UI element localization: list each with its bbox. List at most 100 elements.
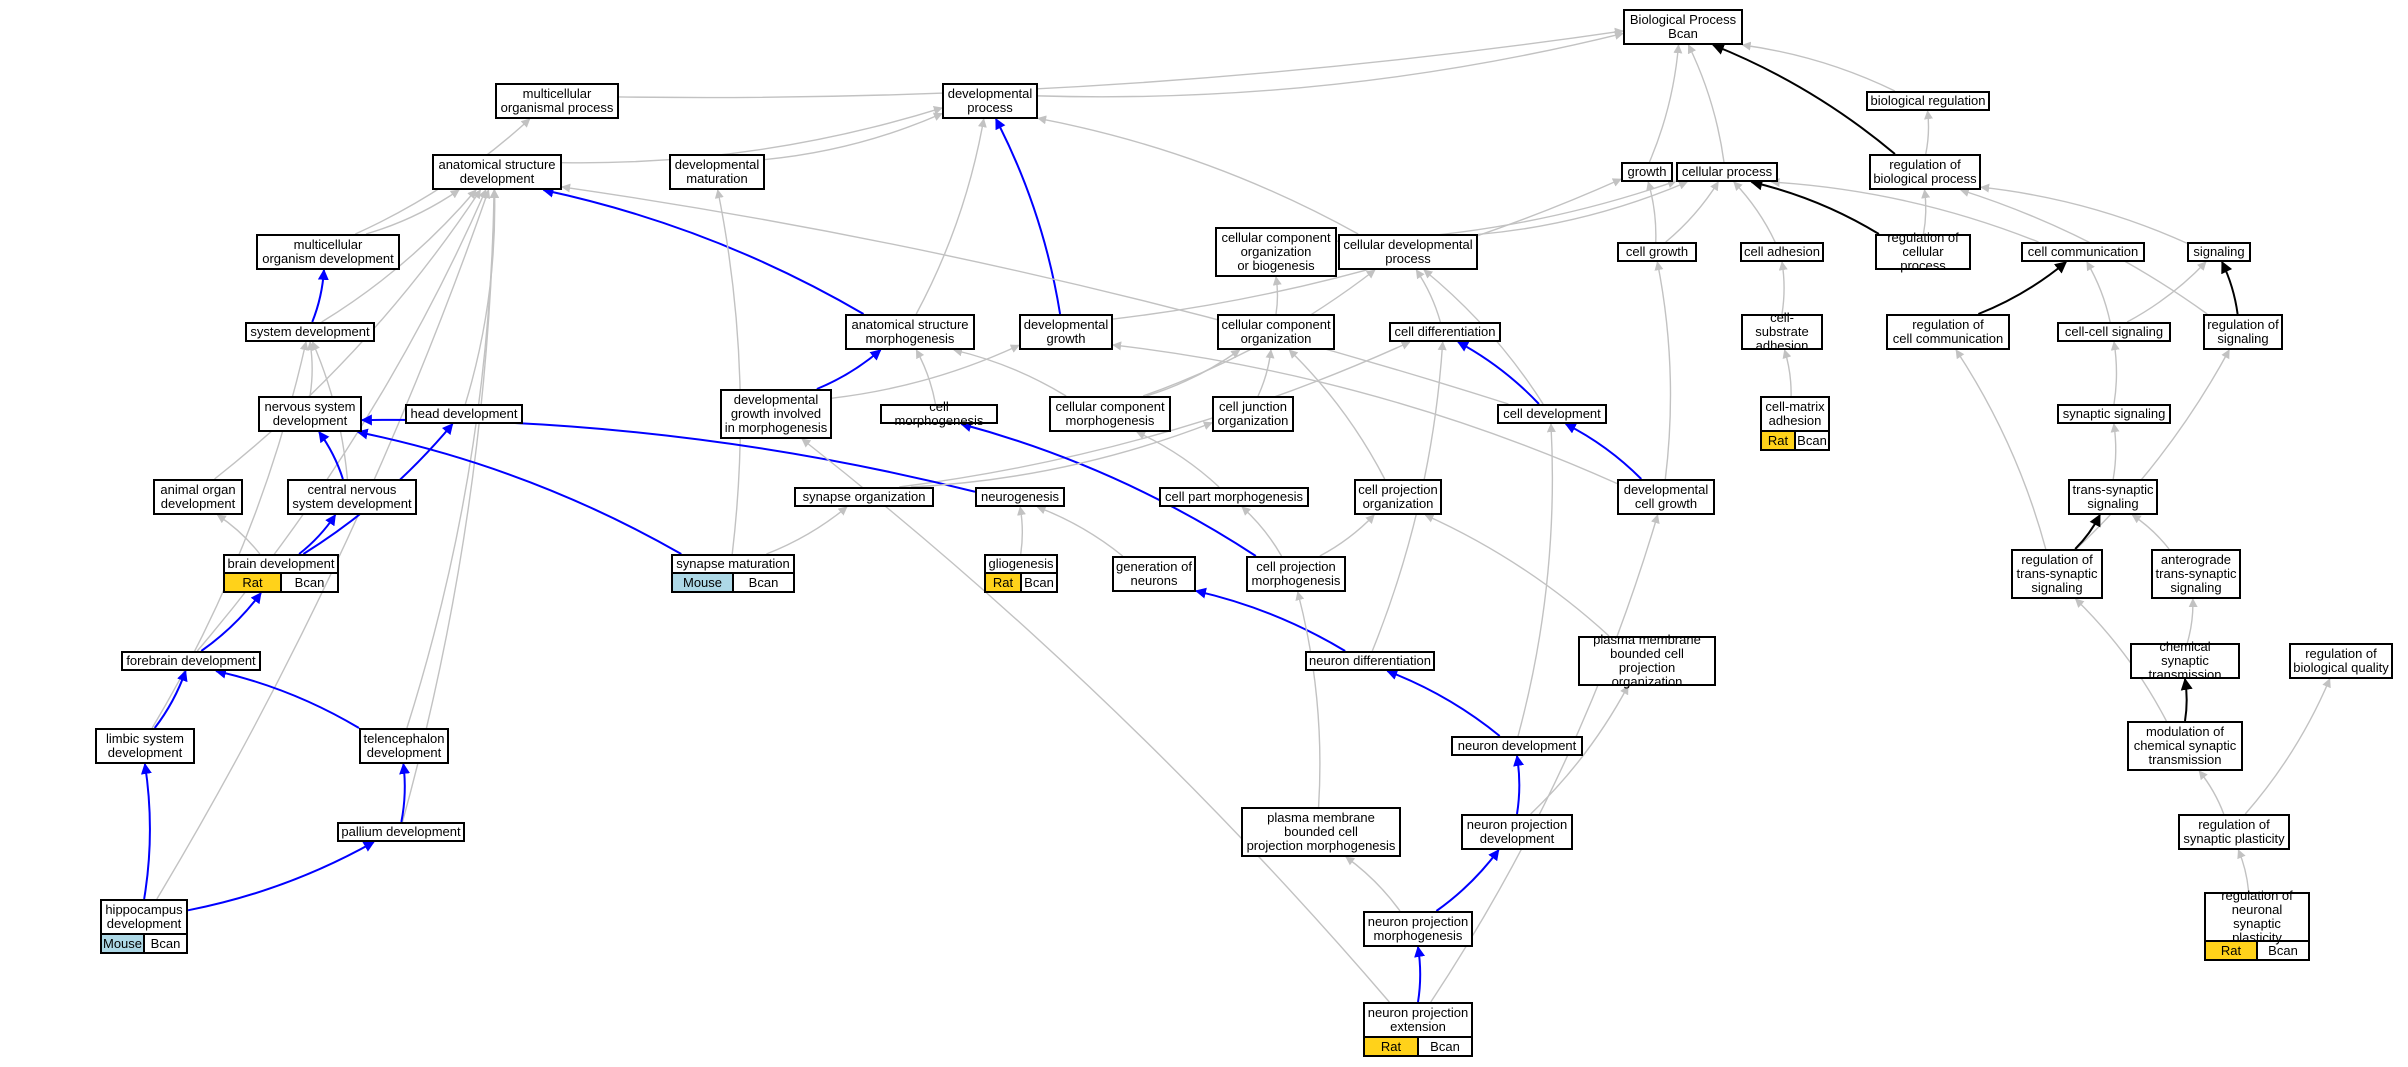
edge-part-of (200, 592, 262, 652)
term-node-cp[interactable]: cellular process (1676, 162, 1778, 182)
term-node-tss[interactable]: trans-synaptic signaling (2068, 479, 2158, 515)
term-node-sm[interactable]: synapse maturation (671, 554, 795, 574)
term-node-cpmorph[interactable]: cell projection morphogenesis (1246, 556, 1346, 592)
edge-is-a (1272, 276, 1282, 315)
term-node-atss[interactable]: anterograde trans-synaptic signaling (2151, 549, 2241, 599)
species-tag: Rat (1365, 1038, 1417, 1055)
term-node-rbp[interactable]: regulation of biological process (1869, 154, 1981, 190)
term-node-dm[interactable]: developmental maturation (669, 154, 765, 190)
term-node-bd[interactable]: brain development (223, 554, 339, 574)
term-node-ss[interactable]: synaptic signaling (2057, 404, 2171, 424)
edge-is-a (1517, 423, 1556, 737)
term-node-aod[interactable]: animal organ development (153, 479, 243, 515)
term-node-rs[interactable]: regulation of signaling (2203, 314, 2283, 350)
term-node-neuro[interactable]: neurogenesis (975, 487, 1065, 507)
term-node-glio[interactable]: gliogenesis (984, 554, 1058, 574)
term-node-cd[interactable]: cell development (1497, 404, 1607, 424)
term-node-pmbcpm[interactable]: plasma membrane bounded cell projection … (1241, 807, 1401, 857)
term-node-cdp[interactable]: cellular developmental process (1338, 234, 1478, 270)
edge-part-of (311, 268, 329, 323)
term-node-td[interactable]: telencephalon development (359, 728, 449, 764)
edge-is-a (1336, 179, 1677, 242)
edge-is-a (1477, 181, 1688, 236)
term-node-mop[interactable]: multicellular organismal process (495, 83, 619, 119)
term-node-rtss[interactable]: regulation of trans-synaptic signaling (2011, 549, 2103, 599)
term-node-ndev[interactable]: neuron development (1451, 736, 1583, 756)
edge-is-a (2126, 261, 2207, 323)
term-node-ca[interactable]: cell adhesion (1740, 242, 1824, 262)
term-node-bp[interactable]: Biological Process Bcan (1623, 9, 1743, 45)
term-node-rsp[interactable]: regulation of synaptic plasticity (2178, 814, 2290, 850)
term-node-ccm[interactable]: cellular component morphogenesis (1049, 396, 1171, 432)
term-node-br[interactable]: biological regulation (1866, 91, 1990, 111)
term-node-cpo[interactable]: cell projection organization (1354, 479, 1442, 515)
edge-is-a (1924, 110, 1933, 155)
edge-is-a (1955, 349, 2047, 550)
term-node-mod[interactable]: multicellular organism development (256, 234, 400, 270)
term-node-asd[interactable]: anatomical structure development (432, 154, 562, 190)
term-node-cpm[interactable]: cell part morphogenesis (1159, 487, 1309, 507)
edge-regulates (2180, 677, 2193, 722)
term-node-cco[interactable]: cellular component organization (1217, 314, 1335, 350)
edge-is-a (2074, 598, 2168, 722)
term-node-sd[interactable]: system development (245, 322, 375, 342)
term-node-cc[interactable]: cell communication (2021, 242, 2145, 262)
term-node-cjo[interactable]: cell junction organization (1212, 396, 1294, 432)
term-node-growth[interactable]: growth (1621, 162, 1673, 182)
edge-is-a (1770, 178, 2039, 243)
term-node-nsd[interactable]: nervous system development (258, 396, 362, 432)
term-node-rnsp[interactable]: regulation of neuronal synaptic plastici… (2204, 889, 2310, 945)
edge-is-a (1687, 44, 1725, 163)
term-node-hd[interactable]: head development (405, 404, 523, 424)
edge-part-of (1386, 669, 1501, 737)
edge-is-a (365, 189, 460, 235)
term-node-hpd[interactable]: hippocampus development (100, 899, 188, 935)
edge-regulates (2074, 513, 2101, 550)
term-node-dg[interactable]: developmental growth (1019, 314, 1113, 350)
term-node-npm[interactable]: neuron projection morphogenesis (1363, 911, 1473, 947)
term-node-dp[interactable]: developmental process (942, 83, 1038, 119)
edge-part-of (1194, 587, 1346, 652)
term-node-cg[interactable]: cell growth (1617, 242, 1697, 262)
edge-is-a (764, 112, 943, 161)
edge-regulates (1978, 261, 2068, 315)
species-tag: Rat (225, 574, 280, 591)
term-node-dgim[interactable]: developmental growth involved in morphog… (720, 389, 832, 439)
term-node-gon[interactable]: generation of neurons (1112, 556, 1196, 592)
term-node-cst[interactable]: chemical synaptic transmission (2130, 640, 2240, 682)
term-node-dcg[interactable]: developmental cell growth (1617, 479, 1715, 515)
term-node-fd[interactable]: forebrain development (121, 651, 261, 671)
term-node-npe[interactable]: neuron projection extension (1363, 1002, 1473, 1038)
edge-is-a (1036, 505, 1124, 557)
edge-is-a (831, 344, 1020, 399)
species-tag: Rat (2206, 942, 2256, 959)
term-node-sig[interactable]: signaling (2187, 242, 2251, 262)
edge-is-a (2186, 598, 2198, 644)
term-node-ccob[interactable]: cellular component organization or bioge… (1215, 227, 1337, 277)
edge-is-a (306, 341, 316, 397)
edge-is-a (1921, 189, 1931, 235)
term-node-ccs[interactable]: cell-cell signaling (2057, 322, 2171, 342)
term-node-cm[interactable]: cell morphogenesis (880, 400, 998, 428)
term-node-rcp[interactable]: regulation of cellular process (1875, 231, 1971, 273)
term-node-npd[interactable]: neuron projection development (1461, 814, 1573, 850)
term-node-cdiff[interactable]: cell differentiation (1389, 322, 1501, 342)
term-node-csa[interactable]: cell-substrate adhesion (1741, 311, 1823, 353)
term-node-lsd[interactable]: limbic system development (95, 728, 195, 764)
term-node-asm[interactable]: anatomical structure morphogenesis (845, 314, 975, 350)
term-node-rbq[interactable]: regulation of biological quality (2289, 643, 2393, 679)
term-node-cma[interactable]: cell-matrix adhesion (1760, 396, 1830, 432)
term-node-nd[interactable]: neuron differentiation (1305, 651, 1435, 671)
term-node-pmbcpo[interactable]: plasma membrane bounded cell projection … (1578, 633, 1716, 689)
edge-is-a (1319, 514, 1375, 557)
edge-is-a (2198, 770, 2225, 815)
term-node-mcst[interactable]: modulation of chemical synaptic transmis… (2127, 721, 2243, 771)
term-node-cnsd[interactable]: central nervous system development (287, 479, 417, 515)
term-node-rcc[interactable]: regulation of cell communication (1886, 314, 2010, 350)
edge-regulates (1750, 178, 1880, 235)
term-node-so[interactable]: synapse organization (794, 487, 934, 507)
term-node-pd[interactable]: pallium development (337, 822, 465, 842)
